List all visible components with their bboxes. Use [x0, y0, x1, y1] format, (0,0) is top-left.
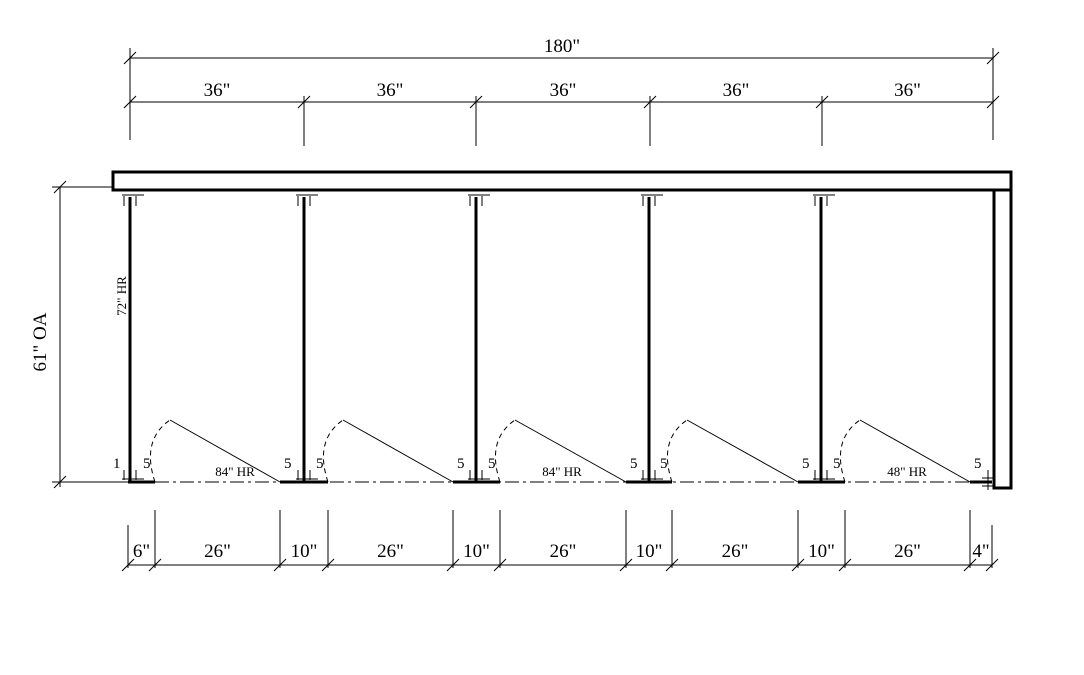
- door-leaf: [859, 419, 971, 483]
- pilaster-door-dimensions: 6" 26" 10" 26" 10" 26" 10" 26" 10" 26" 4": [121, 510, 999, 572]
- door-swing-arc: [322, 419, 344, 483]
- door-label: 84" HR: [215, 464, 255, 479]
- hinge-label: 5: [802, 456, 810, 472]
- segment-width-label: 26": [377, 541, 404, 562]
- hinge-label: 5: [457, 456, 465, 472]
- overall-depth-dimension: 61" OA: [30, 180, 128, 489]
- segment-width-label: 26": [894, 541, 921, 562]
- stall-width-label: 36": [204, 80, 231, 101]
- shoe-bracket: [641, 470, 663, 480]
- stall-width-dimensions: 36" 36" 36" 36" 36": [123, 80, 1000, 146]
- door-leaf: [514, 419, 627, 483]
- dimension-tick: [123, 95, 137, 109]
- door-leaf: [686, 419, 799, 483]
- panel-bracket: [641, 194, 663, 206]
- door-swing-arc: [666, 419, 688, 483]
- door-label: 48" HR: [887, 464, 927, 479]
- segment-width-label: 26": [550, 541, 577, 562]
- hinge-label: 5: [833, 456, 841, 472]
- door-swing-arc: [149, 419, 171, 483]
- segment-width-label: 10": [291, 541, 318, 562]
- stall-width-label: 36": [894, 80, 921, 101]
- overall-depth-label: 61" OA: [30, 312, 51, 371]
- overall-width-dimension: 180": [123, 36, 1000, 140]
- headrail: [111, 170, 1013, 192]
- shoe-bracket: [813, 470, 835, 480]
- wall-bracket: [982, 470, 994, 490]
- shoe-bracket: [296, 470, 318, 480]
- hinge-label: 5: [284, 456, 292, 472]
- hinge-label: 5: [488, 456, 496, 472]
- overall-width-label: 180": [544, 36, 580, 57]
- door-swing-arc: [494, 419, 516, 483]
- stall-width-label: 36": [723, 80, 750, 101]
- hinge-label: 5: [143, 456, 151, 472]
- panel-bracket: [813, 194, 835, 206]
- segment-width-label: 10": [463, 541, 490, 562]
- end-pilaster: [992, 188, 1013, 490]
- stall-width-label: 36": [377, 80, 404, 101]
- segment-width-label: 10": [636, 541, 663, 562]
- shoe-bracket: [468, 470, 490, 480]
- hinge-label: 5: [316, 456, 324, 472]
- panel-bracket: [296, 194, 318, 206]
- door-label: 84" HR: [542, 464, 582, 479]
- panel-height-label: 72" HR: [114, 276, 129, 316]
- door-swing-arc: [839, 419, 861, 483]
- hinge-label: 5: [630, 456, 638, 472]
- segment-width-label: 6": [133, 541, 150, 562]
- door-leaf: [342, 419, 454, 483]
- panel-bracket: [122, 194, 144, 206]
- stalls: 5 5 5 5 5 5 5 5 5 5 84" HR 84" HR 48" HR: [122, 194, 994, 490]
- dimension-tick: [986, 95, 1000, 109]
- hinge-label: 5: [660, 456, 668, 472]
- door-leaf: [169, 419, 281, 483]
- segment-width-label: 10": [808, 541, 835, 562]
- stall-width-label: 36": [550, 80, 577, 101]
- segment-width-label: 26": [204, 541, 231, 562]
- end-label: 1: [113, 456, 121, 472]
- hinge-label: 5: [974, 456, 982, 472]
- segment-width-label: 26": [722, 541, 749, 562]
- shoe-bracket: [122, 470, 144, 480]
- segment-width-label: 4": [972, 541, 989, 562]
- panel-bracket: [468, 194, 490, 206]
